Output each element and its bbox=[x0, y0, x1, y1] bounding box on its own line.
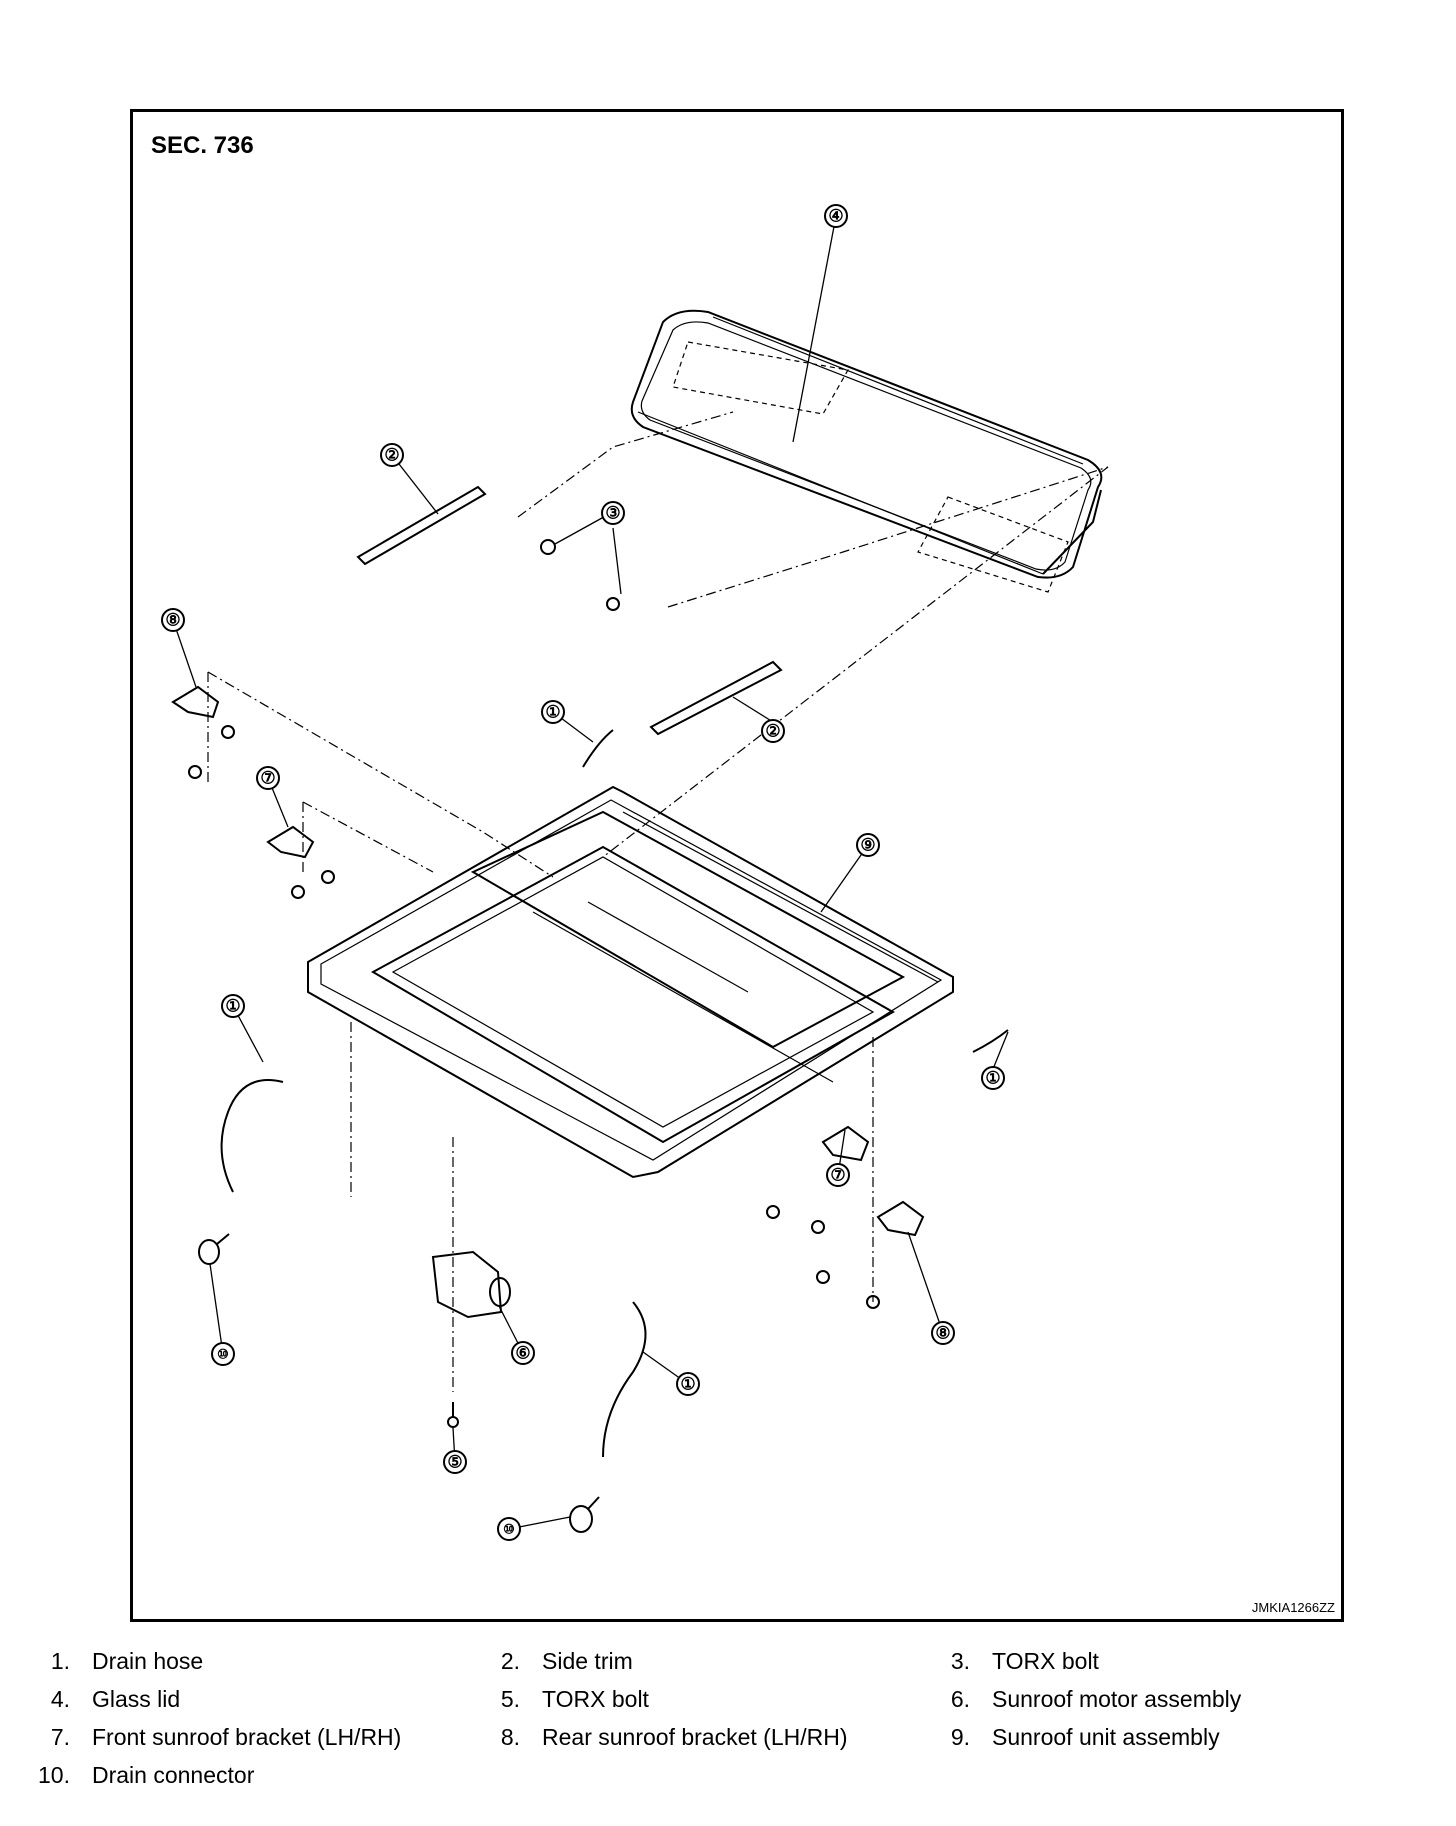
assembly-line-glass bbox=[517, 411, 734, 518]
callout-1-left: ① bbox=[221, 994, 245, 1018]
callout-1-right: ① bbox=[981, 1066, 1005, 1090]
drain-connector-right bbox=[569, 1496, 600, 1533]
callout-7-right: ⑦ bbox=[826, 1163, 850, 1187]
svg-text:⑧: ⑧ bbox=[935, 1324, 950, 1343]
svg-text:⑧: ⑧ bbox=[165, 611, 180, 630]
callout-8-right: ⑧ bbox=[931, 1321, 955, 1345]
side-trim-left bbox=[356, 485, 487, 566]
callout-2-right: ② bbox=[761, 719, 785, 743]
section-label: SEC. 736 bbox=[151, 132, 254, 159]
diagram-frame: ④ ② ③ ⑧ ① ② ⑦ ⑨ ① ① ⑦ ⑩ ⑥ ⑧ ① ⑤ ⑩ SEC. 7… bbox=[130, 109, 1344, 1622]
callout-1-top: ① bbox=[541, 700, 565, 724]
callout-6: ⑥ bbox=[511, 1341, 535, 1365]
callout-7-left: ⑦ bbox=[256, 766, 280, 790]
drain-hose-rear-left bbox=[220, 1079, 284, 1193]
assembly-line-bracket-8-b bbox=[207, 671, 554, 878]
assembly-line-glass-2 bbox=[602, 466, 1109, 858]
svg-text:⑦: ⑦ bbox=[830, 1166, 845, 1185]
front-sunroof-bracket-left bbox=[266, 825, 335, 899]
front-sunroof-bracket-right bbox=[766, 1125, 870, 1234]
parts-legend: 1.Drain hose 2.Side trim 3.TORX bolt 4.G… bbox=[38, 1648, 1242, 1788]
svg-text:④: ④ bbox=[828, 207, 843, 226]
svg-text:⑩: ⑩ bbox=[503, 1522, 515, 1537]
drain-hose-rear-right bbox=[602, 1301, 647, 1458]
svg-text:①: ① bbox=[985, 1069, 1000, 1088]
svg-text:⑨: ⑨ bbox=[860, 836, 875, 855]
svg-text:①: ① bbox=[225, 997, 240, 1016]
callout-9: ⑨ bbox=[856, 833, 880, 857]
torx-bolt-3 bbox=[540, 539, 620, 611]
svg-text:⑦: ⑦ bbox=[260, 769, 275, 788]
assembly-line-bracket-7-b bbox=[302, 801, 434, 873]
rear-sunroof-bracket-right bbox=[816, 1200, 925, 1309]
rear-sunroof-bracket-left bbox=[171, 685, 235, 779]
image-code: JMKIA1266ZZ bbox=[1251, 1600, 1335, 1615]
torx-bolt-5 bbox=[447, 1402, 459, 1428]
drain-connector-left bbox=[198, 1233, 230, 1265]
svg-text:②: ② bbox=[384, 446, 399, 465]
side-trim-right bbox=[649, 660, 783, 736]
callout-3: ③ bbox=[601, 501, 625, 525]
callout-5: ⑤ bbox=[443, 1450, 467, 1474]
callout-10-left: ⑩ bbox=[211, 1342, 235, 1366]
svg-text:①: ① bbox=[545, 703, 560, 722]
svg-text:⑤: ⑤ bbox=[447, 1453, 462, 1472]
sunroof-unit-frame bbox=[307, 785, 954, 1179]
glass-lid bbox=[630, 309, 1103, 593]
svg-text:③: ③ bbox=[605, 504, 620, 523]
svg-text:①: ① bbox=[680, 1375, 695, 1394]
callout-4: ④ bbox=[824, 204, 848, 228]
svg-text:⑩: ⑩ bbox=[217, 1347, 229, 1362]
drain-hose-front-right-short bbox=[972, 1029, 1009, 1053]
callout-8-left: ⑧ bbox=[161, 608, 185, 632]
drain-hose-front-left-short bbox=[582, 729, 614, 768]
svg-text:⑥: ⑥ bbox=[515, 1344, 530, 1363]
callout-10-right: ⑩ bbox=[497, 1517, 521, 1541]
callout-2-left: ② bbox=[380, 443, 404, 467]
callout-1-bottom: ① bbox=[676, 1372, 700, 1396]
sunroof-motor-assembly bbox=[431, 1250, 511, 1319]
svg-text:②: ② bbox=[765, 722, 780, 741]
exploded-view-diagram: ④ ② ③ ⑧ ① ② ⑦ ⑨ ① ① ⑦ ⑩ ⑥ ⑧ ① ⑤ ⑩ bbox=[161, 204, 1109, 1541]
